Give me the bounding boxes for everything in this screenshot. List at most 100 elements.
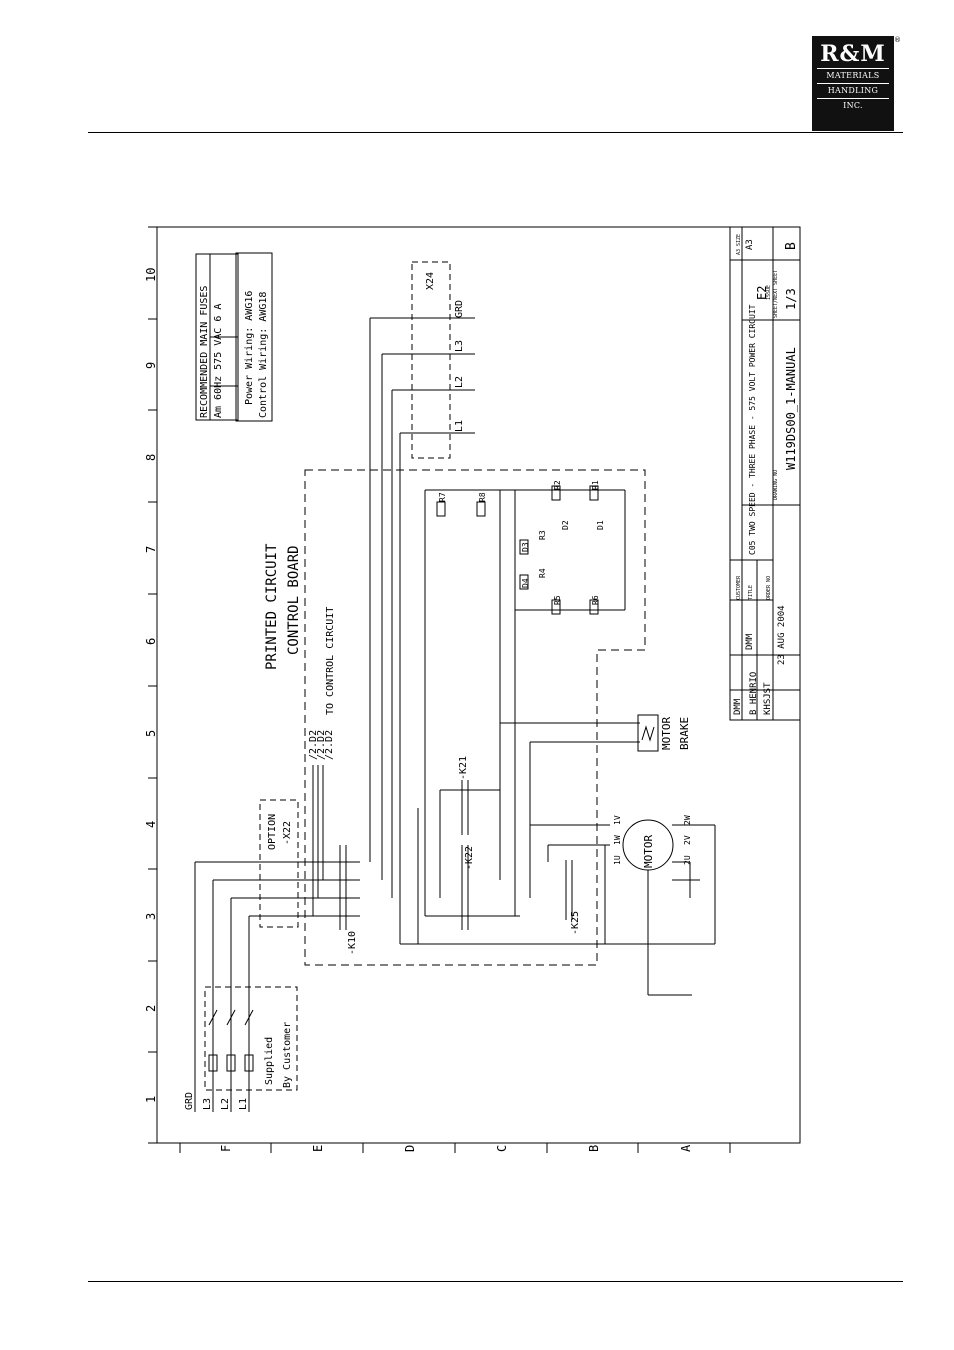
motor-brake-label-1: MOTOR bbox=[660, 717, 673, 750]
bus-lines bbox=[312, 317, 605, 945]
r3-label: R3 bbox=[538, 530, 547, 540]
terminal-1v: 1V bbox=[613, 815, 622, 825]
tb-drawing-no: W119DS00_1-MANUAL bbox=[784, 347, 798, 470]
motor-label: MOTOR bbox=[642, 835, 655, 868]
tb-order-header: ORDER NO bbox=[766, 576, 772, 600]
row-label-C: C bbox=[495, 1145, 509, 1152]
d3-label: D3 bbox=[521, 542, 530, 552]
pcb-title-2: CONTROL BOARD bbox=[286, 545, 302, 655]
incoming-lines bbox=[194, 861, 360, 1112]
row-label-E: E bbox=[311, 1145, 325, 1152]
tb-approved: KHSJST bbox=[763, 682, 773, 715]
k21-label: -K21 bbox=[458, 756, 469, 780]
col-label-8: 8 bbox=[144, 454, 158, 461]
col-label-10: 10 bbox=[144, 268, 158, 282]
col-label-1: 1 bbox=[144, 1096, 158, 1103]
col-label-4: 4 bbox=[144, 821, 158, 828]
header-rule bbox=[88, 132, 903, 133]
d4-label: D4 bbox=[521, 578, 530, 588]
tb-design: B HENRIO bbox=[749, 672, 759, 715]
l3-out-label: L3 bbox=[454, 340, 465, 352]
col-label-6: 6 bbox=[144, 638, 158, 645]
tb-sheet-header: SHEET/NEXT SHEET bbox=[773, 270, 779, 318]
d2-ref-2: /2.D2 bbox=[316, 730, 327, 760]
grid-labels: 1 2 3 4 5 6 7 8 9 10 F E D C B A bbox=[144, 268, 693, 1152]
r8-label: R8 bbox=[478, 492, 487, 502]
d1-label: D1 bbox=[596, 520, 605, 530]
tb-drawing-header: DRAWING NO bbox=[773, 470, 779, 500]
tb-sheet-code: E2 bbox=[755, 286, 769, 300]
r7-label: R7 bbox=[438, 492, 447, 502]
tb-size: A3 bbox=[745, 239, 755, 250]
footer-rule bbox=[88, 1281, 903, 1282]
x22-label: -X22 bbox=[282, 821, 293, 845]
col-label-5: 5 bbox=[144, 730, 158, 737]
control-circuit-label: TO CONTROL CIRCUIT bbox=[325, 607, 336, 715]
motor-brake-label-2: BRAKE bbox=[678, 717, 691, 750]
power-wiring-label: Power Wiring: AWG16 bbox=[244, 291, 255, 405]
pcb-boundary bbox=[304, 469, 646, 966]
logo-line-materials: MATERIALS bbox=[826, 71, 880, 80]
tb-title: C05 TWO SPEED - THREE PHASE - 575 VOLT P… bbox=[748, 304, 757, 555]
r5-label: R5 bbox=[553, 595, 562, 605]
tb-size-header: A3 SIZE bbox=[736, 234, 742, 255]
tb-title-header: TITLE bbox=[748, 585, 754, 600]
control-wiring-label: Control Wiring: AWG18 bbox=[258, 292, 269, 418]
k25-label: -K25 bbox=[570, 911, 581, 935]
l2-out-label: L2 bbox=[454, 376, 465, 388]
supplied-label-1: Supplied bbox=[264, 1037, 275, 1085]
motor-brake-symbol bbox=[637, 714, 659, 752]
tb-drawn: DMM bbox=[733, 698, 743, 715]
l2-in-label: L2 bbox=[220, 1098, 231, 1110]
terminal-2u: 2U bbox=[683, 855, 692, 865]
logo-mark: R&M bbox=[820, 41, 886, 67]
pcb-title-1: PRINTED CIRCUIT bbox=[264, 543, 280, 670]
x24-box bbox=[411, 261, 451, 459]
contactor-k10 bbox=[339, 845, 347, 930]
contactor-k21 bbox=[461, 780, 469, 835]
x24-label: X24 bbox=[425, 272, 436, 290]
bridge-components bbox=[436, 485, 599, 615]
row-label-B: B bbox=[587, 1145, 601, 1152]
r2-label: R2 bbox=[553, 480, 562, 490]
wiring-spec-box bbox=[235, 252, 273, 422]
d2-ref-1: /2.D2 bbox=[308, 730, 319, 760]
customer-supply-box bbox=[204, 986, 298, 1091]
l1-in-label: L1 bbox=[238, 1098, 249, 1110]
logo-line-handling: HANDLING bbox=[827, 86, 879, 95]
title-block bbox=[729, 226, 801, 721]
terminal-1w: 1W bbox=[613, 835, 622, 845]
column-ticks bbox=[148, 226, 157, 1144]
contactor-k25 bbox=[565, 860, 573, 920]
option-label: OPTION bbox=[267, 814, 278, 850]
terminal-1u: 1U bbox=[613, 855, 622, 865]
r1-label: R1 bbox=[591, 480, 600, 490]
tb-issue-header: ISSUE bbox=[766, 285, 772, 300]
row-label-D: D bbox=[403, 1145, 417, 1152]
row-label-F: F bbox=[219, 1145, 233, 1152]
fuses-title: RECOMMENDED MAIN FUSES bbox=[199, 286, 210, 418]
col-label-3: 3 bbox=[144, 913, 158, 920]
col-label-7: 7 bbox=[144, 546, 158, 553]
grd-out-label: GRD bbox=[454, 300, 465, 318]
tb-issue: B bbox=[784, 242, 799, 250]
tb-checked: DMM bbox=[745, 633, 755, 650]
k22-label: -K22 bbox=[464, 846, 475, 870]
tb-customer-header: CUSTOMER bbox=[736, 575, 742, 600]
row-label-A: A bbox=[679, 1144, 693, 1152]
terminal-2v: 2V bbox=[683, 835, 692, 845]
d2-ref-3: /2.D2 bbox=[324, 730, 335, 760]
tb-sheet: 1/3 bbox=[784, 288, 798, 310]
tb-date: 23 AUG 2004 bbox=[777, 605, 787, 665]
x22-box bbox=[259, 799, 299, 928]
registered-mark: ® bbox=[894, 36, 901, 44]
r4-label: R4 bbox=[538, 568, 547, 578]
logo-line-inc: INC. bbox=[843, 101, 863, 110]
r6-label: R6 bbox=[591, 595, 600, 605]
grd-in-label: GRD bbox=[184, 1092, 195, 1110]
company-logo: R&M MATERIALS HANDLING INC. bbox=[812, 36, 894, 131]
col-label-9: 9 bbox=[144, 362, 158, 369]
fuses-row: Am 60Hz 575 VAC 6 A bbox=[213, 304, 224, 418]
d2-label: D2 bbox=[561, 520, 570, 530]
